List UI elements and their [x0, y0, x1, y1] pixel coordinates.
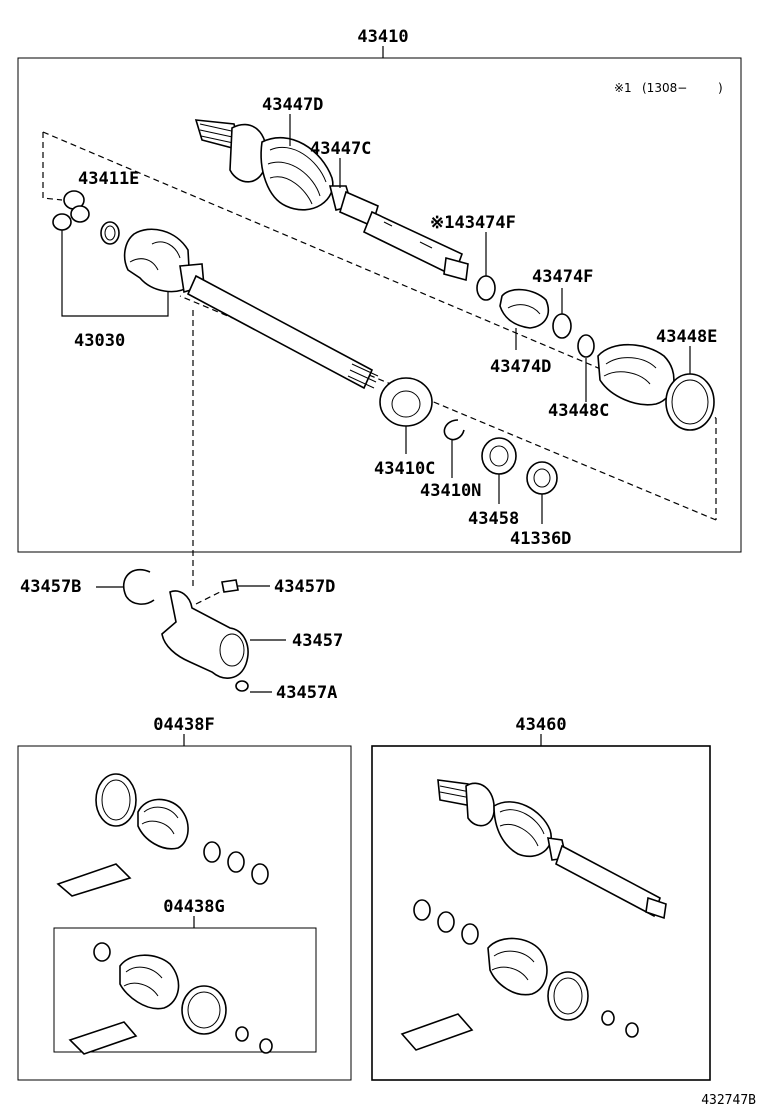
- label-43457B[interactable]: 43457B: [20, 577, 81, 597]
- note-range: (1308−: [642, 81, 687, 95]
- boot-kit-outer-frame: [17, 745, 352, 1081]
- ring-star-drawing: [476, 275, 496, 301]
- clamp-small-drawing: [577, 334, 595, 358]
- outer-joint-frame: [371, 745, 711, 1081]
- seal-b-drawing: [526, 461, 558, 495]
- label-43411E[interactable]: 43411E: [78, 169, 139, 189]
- note-close: ): [718, 81, 723, 95]
- label-43448E[interactable]: 43448E: [656, 327, 717, 347]
- snap-ring-drawing: [443, 419, 465, 441]
- tripod-drawing: [52, 190, 120, 245]
- label-43457[interactable]: 43457: [292, 631, 343, 651]
- bracket-drawing: [161, 590, 249, 692]
- label-43448C[interactable]: 43448C: [548, 401, 609, 421]
- bolt-top-drawing: [221, 579, 239, 593]
- label-43447C[interactable]: 43447C: [310, 139, 371, 159]
- ring-small-drawing: [552, 313, 572, 339]
- label-43474F-star[interactable]: ※143474F: [430, 213, 516, 233]
- bracket-group: 43457B 43457D 43457 43457A: [20, 569, 343, 703]
- outer-shaft-drawing: [194, 119, 469, 282]
- label-43410[interactable]: 43410: [357, 27, 408, 47]
- label-43447D[interactable]: 43447D: [262, 95, 323, 115]
- boot-kit-group: 04438F 04438G: [17, 715, 352, 1081]
- label-43457A[interactable]: 43457A: [276, 683, 337, 703]
- footer-code: 432747B: [701, 1093, 756, 1108]
- label-43457D[interactable]: 43457D: [274, 577, 335, 597]
- bearing-drawing: [379, 377, 433, 427]
- exploded-guide-line: [42, 132, 63, 201]
- label-43410N[interactable]: 43410N: [420, 481, 481, 501]
- label-43474D[interactable]: 43474D: [490, 357, 551, 377]
- label-43460[interactable]: 43460: [515, 715, 566, 735]
- inner-joint-drawing: [123, 228, 379, 390]
- boot-kit-inner-frame: [53, 927, 317, 1053]
- label-41336D[interactable]: 41336D: [510, 529, 571, 549]
- boot-large-drawing: [597, 344, 715, 431]
- label-04438F[interactable]: 04438F: [153, 715, 214, 735]
- label-43474F[interactable]: 43474F: [532, 267, 593, 287]
- main-assembly-frame: [17, 57, 742, 553]
- bracket-ring-drawing: [123, 569, 155, 605]
- outer-joint-group: 43460: [371, 715, 711, 1081]
- label-43030[interactable]: 43030: [74, 331, 125, 351]
- note-symbol: ※1: [614, 81, 632, 95]
- main-assembly-group: 43410 ※1 (1308− ) 43447D 43447C: [17, 27, 742, 590]
- label-43410C[interactable]: 43410C: [374, 459, 435, 479]
- damper-drawing: [499, 288, 550, 329]
- label-04438G[interactable]: 04438G: [163, 897, 224, 917]
- seal-a-drawing: [481, 437, 517, 475]
- label-43458[interactable]: 43458: [468, 509, 519, 529]
